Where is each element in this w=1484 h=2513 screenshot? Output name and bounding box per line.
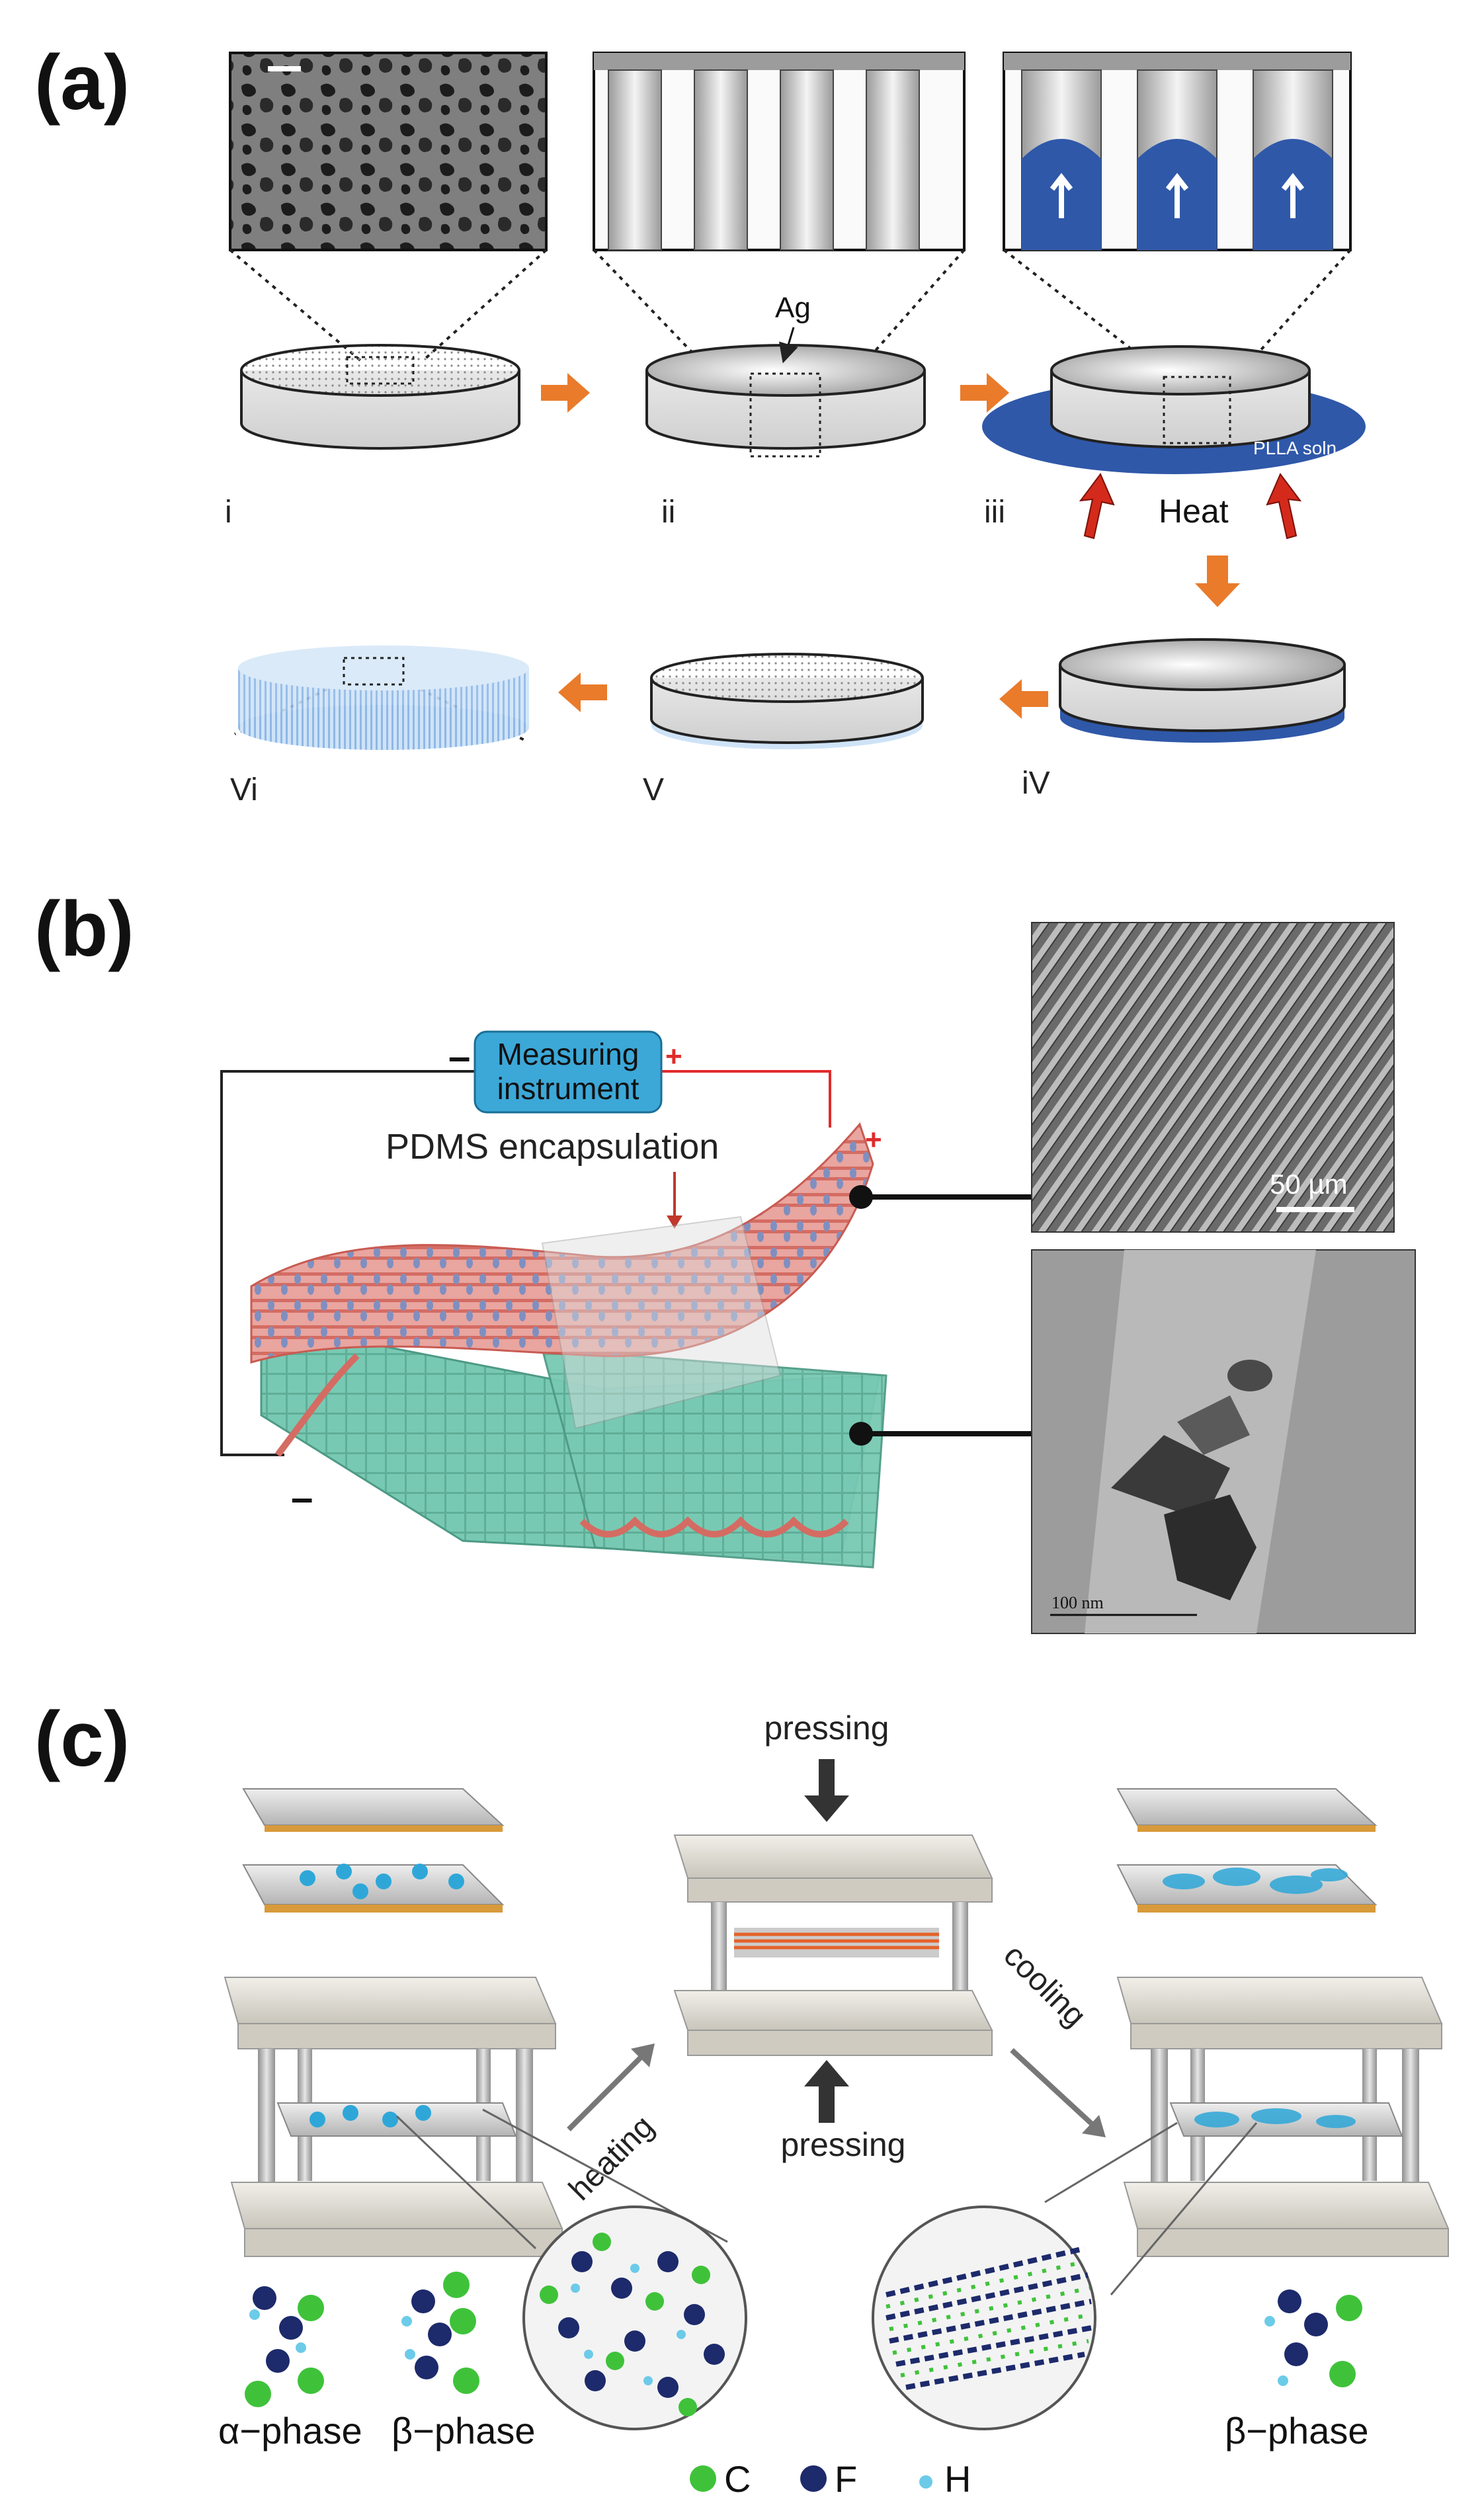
disk-v — [650, 653, 924, 749]
minus-sign-bottom: – — [291, 1475, 313, 1520]
legend-dot-f — [800, 2465, 827, 2492]
minus-sign-top: – — [448, 1034, 470, 1079]
pdms-encapsulation-label: PDMS encapsulation — [386, 1127, 719, 1167]
beta-phase-label-left: β−phase — [392, 2410, 536, 2451]
instrument-label-line2: instrument — [497, 1071, 639, 1106]
alpha-phase-label: α−phase — [218, 2410, 362, 2451]
instrument-label-line1: Measuring — [497, 1037, 639, 1071]
zoom-lines-right — [1044, 2122, 1258, 2295]
plus-sign-top: + — [665, 1040, 682, 1073]
element-legend: C F H — [690, 2458, 971, 2500]
left-top-plates — [242, 1788, 505, 1913]
panel-c-label: (c) — [34, 1696, 130, 1783]
legend-dot-c — [690, 2465, 716, 2492]
circuit-wire-negative — [220, 1070, 475, 1456]
circuit-wire-positive — [661, 1070, 831, 1128]
process-arrow — [541, 373, 590, 413]
step-ii: ii — [661, 495, 675, 530]
beta-phase-label-right: β−phase — [1225, 2410, 1369, 2451]
heat-label: Heat — [1159, 493, 1229, 530]
sem-micrograph-inset — [229, 52, 548, 251]
step-iii: iii — [984, 495, 1005, 530]
measuring-instrument: Measuring instrument — [474, 1030, 663, 1114]
cooling-label: cooling — [997, 1938, 1092, 2034]
pressing-top-label: pressing — [764, 1710, 889, 1747]
alpha-phase-molecule — [245, 2286, 324, 2407]
ag-label: Ag — [775, 292, 811, 324]
process-arrow-left — [558, 673, 607, 712]
disk-iii — [982, 345, 1366, 474]
cooling-arrow — [1010, 2048, 1100, 2131]
beta-phase-molecule-left — [401, 2272, 479, 2394]
disk-ii — [645, 327, 926, 458]
legend-label-h: H — [944, 2458, 971, 2500]
step-i: i — [225, 495, 232, 530]
heat-arrow-left — [1079, 473, 1115, 540]
amorphous-molecule-circle — [522, 2205, 747, 2430]
legend-label-f: F — [835, 2458, 857, 2500]
filled-pores-inset — [1003, 52, 1352, 251]
panel-b-label: (b) — [34, 886, 134, 973]
step-v: V — [643, 772, 664, 807]
pressing-bottom-label: pressing — [781, 2126, 906, 2163]
panel-a-label: (a) — [34, 39, 130, 126]
legend-dot-h — [919, 2475, 932, 2489]
right-top-plates — [1116, 1788, 1378, 1913]
left-press — [224, 1977, 563, 2257]
panel-b: (b) Measuring instrument – + + – PDMS en… — [34, 886, 1416, 1634]
tem-scale-bar-label: 100 nm — [1051, 1593, 1104, 1612]
sem-fiber-image: 50 µm — [1031, 922, 1395, 1233]
woven-nanogenerator — [250, 1122, 887, 1569]
tem-image: 100 nm — [1031, 1249, 1416, 1634]
plla-solution-label: PLLA soln. — [1253, 438, 1342, 458]
center-press: pressing pressing — [673, 1710, 993, 2163]
step-vi: Vi — [230, 772, 258, 807]
beta-phase-molecule-right — [1264, 2289, 1362, 2387]
disk-vi — [238, 645, 529, 750]
process-arrow-left — [999, 679, 1048, 719]
step-iv: iV — [1022, 766, 1050, 801]
right-press — [1116, 1977, 1450, 2257]
heating-arrow — [567, 2048, 650, 2131]
panel-a: (a) — [34, 39, 1366, 807]
heat-arrow-right — [1266, 473, 1302, 540]
pores-inset — [593, 52, 966, 251]
sem-scale-bar-label: 50 µm — [1270, 1169, 1348, 1200]
disk-i — [240, 344, 520, 450]
ordered-molecule-circle — [872, 2205, 1096, 2430]
process-arrow-down — [1195, 556, 1240, 607]
panel-c: (c) heating — [34, 1696, 1450, 2500]
legend-label-c: C — [724, 2458, 751, 2500]
disk-iv — [1059, 638, 1346, 743]
process-arrow — [960, 373, 1009, 413]
